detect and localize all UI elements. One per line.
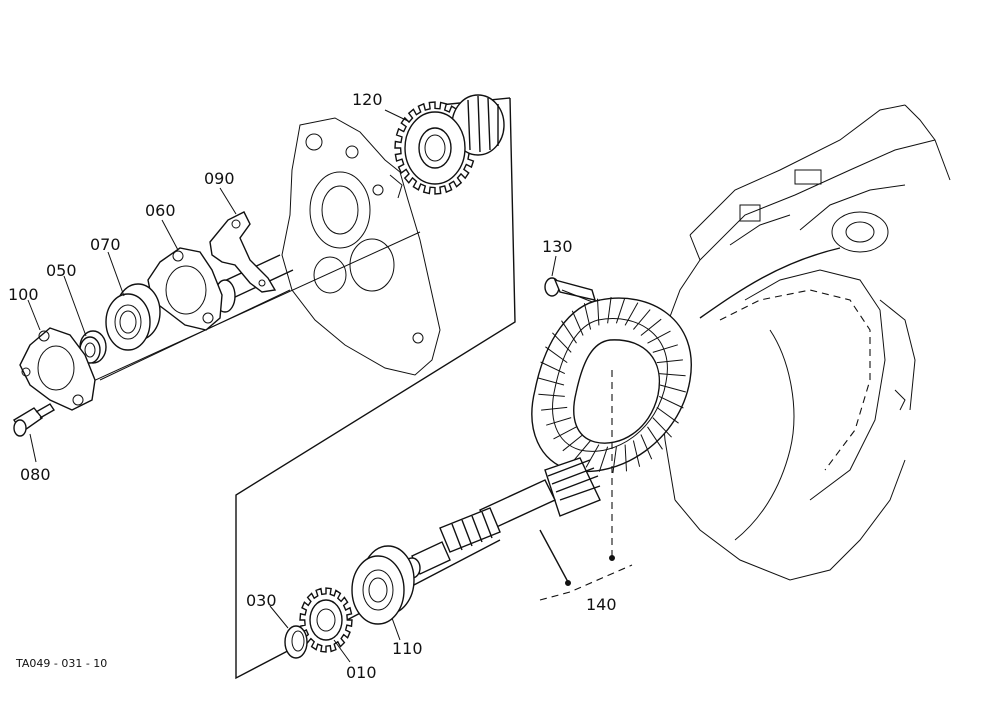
callout-050: 050 [46,261,77,280]
callout-130: 130 [542,237,573,256]
callout-110: 110 [392,639,423,658]
callout-090: 090 [204,169,235,188]
part-140-pinion-shaft [403,457,633,601]
callout-120: 120 [352,90,383,109]
transmission-housing [659,104,951,581]
part-070-bearing [105,283,161,351]
part-080-bolt [13,403,55,437]
callout-080: 080 [20,465,51,484]
callout-070: 070 [90,235,121,254]
part-130-bolt [544,277,601,306]
part-100-cover-plate [19,327,96,411]
callout-100: 100 [8,285,39,304]
part-110-bearing [351,545,415,625]
part-120-compound-gear [394,94,505,195]
part-060-flange [147,247,223,331]
part-010-gear [299,587,353,653]
callout-030: 030 [246,591,277,610]
part-090-bracket [209,211,277,293]
leader-lines [27,109,557,663]
callout-labels: 120 090 060 070 050 100 080 130 140 030 … [8,90,617,682]
part-140-ring-gear [531,296,692,560]
callout-060: 060 [145,201,176,220]
side-housing-cover [281,117,441,376]
callout-140: 140 [586,595,617,614]
part-030-snap-ring [284,625,308,659]
callout-010: 010 [346,663,377,682]
figure-code: TA049 - 031 - 10 [15,657,107,670]
